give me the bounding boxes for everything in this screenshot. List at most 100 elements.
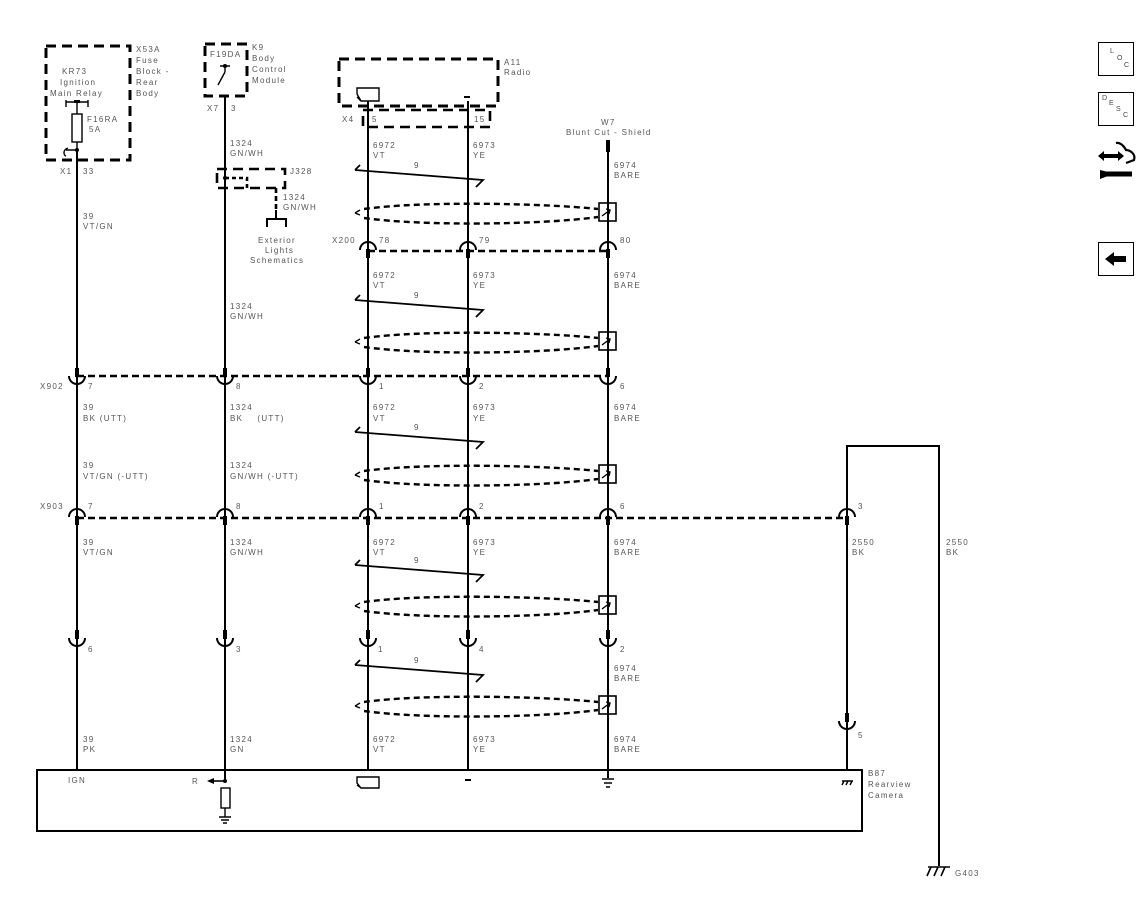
connector-arc-icon (359, 241, 377, 251)
wire-label-color: VT (373, 151, 386, 160)
wire-label-color: VT (373, 548, 386, 557)
connector-arc-icon (599, 637, 617, 647)
shield-drain-icon (363, 464, 599, 487)
wire-label-color: PK (83, 745, 96, 754)
shield-arrow-icon (601, 337, 611, 346)
wire-label-num: 6974 (614, 664, 637, 673)
x903-pin: 6 (620, 502, 626, 511)
shield-end-icon (354, 602, 361, 609)
w7-name: Blunt Cut - Shield (566, 128, 652, 137)
x53a-line: Block - (136, 67, 170, 76)
exterior-line: Lights (265, 246, 294, 255)
shield-arrow-icon (601, 470, 611, 479)
inline-connectors (68, 241, 856, 730)
fuse-block-x53a[interactable]: X53A Fuse Block - Rear Body KR73 Ignitio… (44, 44, 170, 176)
wire-2550-camera[interactable] (846, 445, 940, 866)
x903-pin: 1 (379, 502, 385, 511)
wire-label-color: VT/GN (83, 548, 114, 557)
desc-letter: S (1116, 106, 1121, 113)
ground-g403[interactable]: G403 (926, 866, 980, 878)
location-button[interactable]: L O C (1098, 42, 1134, 76)
wire-label-color: GN/WH (230, 149, 264, 158)
x902-connector-id: X902 (40, 382, 64, 391)
fuse-link-icon (63, 142, 78, 157)
connector-arc-icon (216, 375, 234, 385)
x200-connector-id: X200 (332, 236, 356, 245)
back-button[interactable] (1098, 242, 1134, 276)
pin-stub (223, 630, 227, 639)
twist-count: 9 (414, 423, 420, 432)
f19da-id: F19DA (210, 50, 241, 59)
camera-pin: 4 (479, 645, 485, 654)
twisted-pair-icon (354, 426, 486, 450)
x902-pin: 8 (236, 382, 242, 391)
connector-arc-icon (459, 508, 477, 518)
k9-id: K9 (252, 43, 264, 52)
connector-arc-icon (459, 637, 477, 647)
ground-icon (219, 816, 231, 824)
shield-drain-icon (363, 695, 599, 718)
rearview-camera-b87[interactable]: IGN R B87 Rearview Camera (36, 769, 912, 832)
left-arrow-icon (1105, 252, 1126, 266)
wire-label-num: 6972 (373, 141, 396, 150)
pin-stub (466, 368, 470, 377)
loc-letter: L (1110, 48, 1114, 55)
shield-arrow-icon (601, 208, 611, 217)
wire-label-num: 6974 (614, 538, 637, 547)
shield-end-icon (354, 702, 361, 709)
wire-label-color: BK (946, 548, 959, 557)
connector-arc-icon (68, 375, 86, 385)
pin-stub (75, 630, 79, 639)
video-signal-icon (356, 776, 380, 789)
pin-stub (845, 713, 849, 722)
description-button[interactable]: D E S C (1098, 92, 1134, 126)
fuse-icon (71, 113, 83, 143)
wire-label-num: 6972 (373, 403, 396, 412)
wire-label-num: 1324 (230, 302, 253, 311)
b87-id: B87 (868, 769, 886, 778)
k9-line: Body (252, 54, 275, 63)
splice-j328[interactable]: J328 1324 GN/WH Exterior Lights Schemati… (215, 167, 317, 265)
wire-label-color: BARE (614, 171, 641, 180)
resistor-icon (207, 778, 231, 817)
wire-label-num: 1324 (230, 538, 253, 547)
pin-stub (366, 516, 370, 525)
pin-stub (366, 630, 370, 639)
pin-stub (606, 249, 610, 258)
wire-label-color: VT (373, 745, 386, 754)
shield-drain-icon (363, 202, 599, 225)
wire-label-color: BARE (614, 745, 641, 754)
connector-arc-icon (359, 375, 377, 385)
camera-pin: 3 (236, 645, 242, 654)
camera-pin: 5 (858, 731, 864, 740)
kr73-line: Ignition (60, 78, 96, 87)
f16ra-id: F16RA (87, 115, 118, 124)
b87-line: Camera (868, 791, 904, 800)
radio-a11[interactable]: A11 Radio X4 5 15 (337, 57, 531, 129)
wire-label-num: 6974 (614, 735, 637, 744)
pin-stub (75, 516, 79, 525)
f16ra-rating: 5A (89, 125, 101, 134)
twisted-pair-icon (354, 164, 486, 188)
x53a-line: Rear (136, 78, 159, 87)
exterior-line: Schematics (250, 256, 304, 265)
minus-icon (465, 779, 471, 781)
wire-label-num: 39 (83, 461, 95, 470)
wire-label-color: VT/GN (83, 222, 114, 231)
x4-connector-id: X4 (342, 115, 354, 124)
wire-label-num: 6974 (614, 403, 637, 412)
connector-tool-icon[interactable] (1096, 138, 1138, 186)
x4-pin: 15 (474, 115, 486, 124)
shield-terminal-icon (598, 464, 617, 484)
wire-label-num: 6973 (473, 403, 496, 412)
shield-arrow-icon (601, 701, 611, 710)
x200-pin: 78 (379, 236, 391, 245)
shield-end-icon (354, 338, 361, 345)
a11-name: Radio (504, 68, 531, 77)
j328-id: J328 (290, 167, 313, 176)
x903-pin: 8 (236, 502, 242, 511)
body-control-module-k9[interactable]: F19DA K9 Body Control Module X7 3 (203, 42, 287, 113)
wire-label-color: BARE (614, 548, 641, 557)
